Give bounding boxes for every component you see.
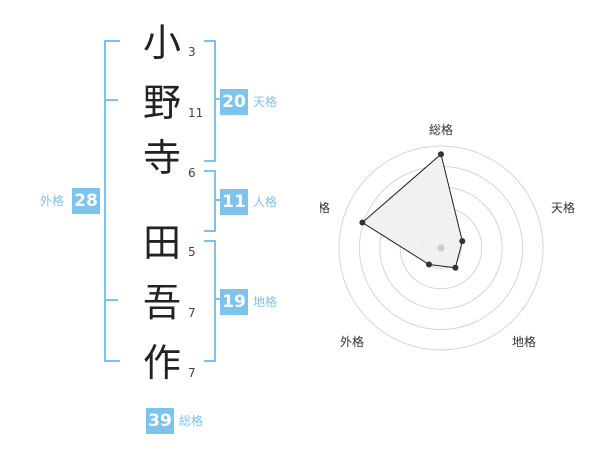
tenkaku-value: 20 [220, 89, 248, 115]
tenkaku-connector [214, 98, 222, 100]
radar-point-3 [452, 264, 459, 271]
stroke-count-1: 3 [188, 45, 196, 59]
chikaku-bracket [204, 240, 216, 362]
gaikaku-value: 28 [72, 188, 100, 214]
gaikaku-bracket [104, 40, 120, 362]
name-char-2: 野 [142, 81, 181, 125]
radar-point-5 [359, 219, 366, 226]
radar-chart: 総格 天格 地格 外格 人格 [320, 122, 575, 351]
jinkaku-label: 人格 [253, 195, 278, 209]
jinkaku-bracket [204, 170, 216, 232]
name-char-6: 作 [142, 341, 181, 385]
stroke-count-2: 11 [188, 106, 204, 120]
radar-label-jinkaku: 人格 [320, 200, 330, 215]
soukaku-value: 39 [146, 408, 174, 434]
jinkaku-value: 11 [220, 189, 248, 215]
tenkaku-bracket [204, 40, 216, 162]
soukaku-label: 総格 [179, 414, 204, 428]
stroke-count-6: 7 [188, 366, 196, 380]
chikaku-value: 19 [220, 289, 248, 315]
name-char-5: 吾 [142, 281, 181, 325]
gaikaku-label: 外格 [40, 194, 65, 208]
radar-label-gaikaku: 外格 [340, 334, 364, 349]
tenkaku-label: 天格 [253, 95, 278, 109]
name-char-3: 寺 [142, 136, 181, 180]
radar-data-polygon [361, 153, 463, 269]
radar-point-2 [459, 238, 466, 245]
stroke-count-4: 5 [188, 245, 196, 259]
chikaku-label: 地格 [253, 295, 278, 309]
bracket-tick [104, 299, 118, 301]
chikaku-connector [214, 298, 222, 300]
radar-label-chikaku: 地格 [512, 334, 536, 349]
stroke-count-5: 7 [188, 306, 196, 320]
name-char-4: 田 [142, 221, 181, 265]
stroke-count-3: 6 [188, 166, 196, 180]
radar-center-dot [437, 244, 445, 252]
radar-point-1 [438, 151, 444, 158]
radar-grid-ring [338, 145, 544, 351]
radar-label-soukaku: 総格 [429, 122, 453, 137]
radar-points [359, 151, 466, 271]
radar-label-tenkaku: 天格 [551, 200, 575, 215]
name-char-1: 小 [142, 21, 181, 65]
jinkaku-connector [214, 199, 222, 201]
radar-point-4 [426, 261, 432, 268]
bracket-tick [104, 99, 118, 101]
